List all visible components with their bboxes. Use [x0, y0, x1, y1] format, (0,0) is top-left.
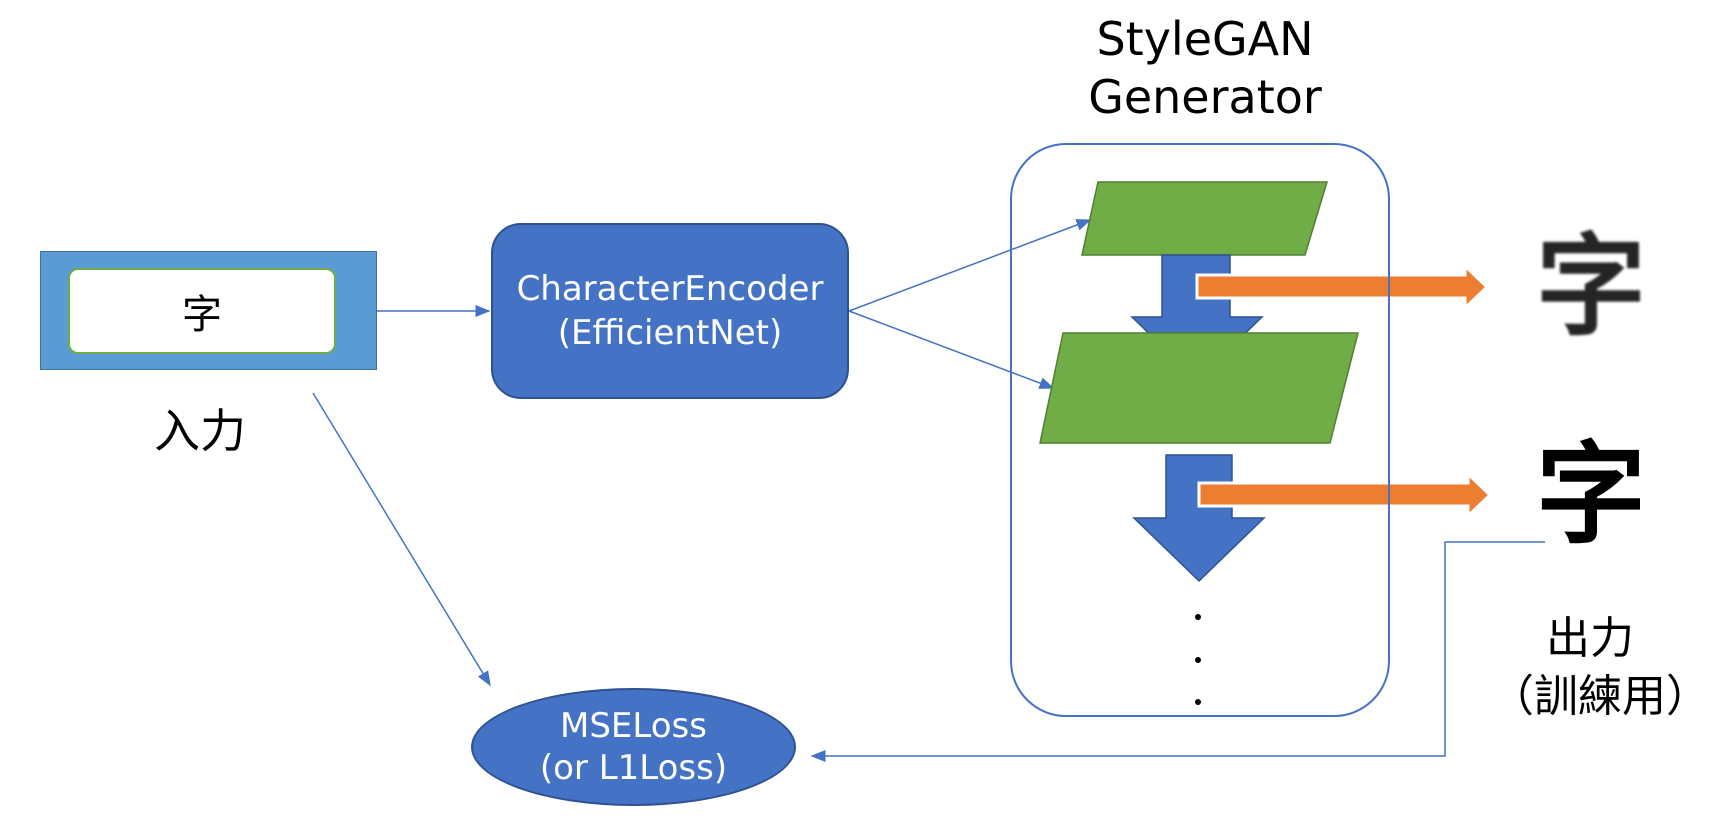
generator-title-line2: Generator: [1088, 70, 1322, 124]
encoder-backbone: (EfficientNet): [557, 313, 783, 353]
output-label: 出力 （訓練用）: [1490, 610, 1710, 726]
input-char: 字: [68, 268, 336, 354]
arrow-encoder-to-layer2: [848, 310, 1055, 389]
ellipsis-dot-2: [1195, 657, 1201, 663]
orange-arrow-2: [1197, 470, 1493, 520]
generator-title-line1: StyleGAN: [1096, 12, 1314, 66]
encoder-name: CharacterEncoder: [516, 269, 824, 309]
ellipsis-dot-3: [1195, 699, 1201, 705]
input-label: 入力: [154, 404, 246, 458]
output-label-line2: （訓練用）: [1490, 671, 1710, 722]
arrow-output-to-loss: [810, 541, 1545, 762]
generator-layer-2: [1039, 332, 1359, 444]
loss-name: MSELoss: [560, 706, 707, 746]
output-char-high-res: 字: [1536, 431, 1646, 559]
loss-alternative: (or L1Loss): [539, 748, 728, 788]
generator-title: StyleGAN Generator: [1070, 10, 1340, 126]
loss-node: MSELoss (or L1Loss): [471, 688, 796, 806]
arrow-input-to-loss: [312, 392, 491, 687]
generator-container: [1010, 143, 1390, 717]
character-encoder-box: CharacterEncoder (EfficientNet): [491, 223, 849, 399]
orange-arrow-1: [1195, 262, 1490, 312]
output-char-low-res: 字: [1536, 223, 1646, 351]
ellipsis-dot-1: [1195, 614, 1201, 620]
arrow-encoder-to-layer1: [848, 219, 1092, 312]
generator-layer-1: [1081, 181, 1329, 256]
output-label-line1: 出力: [1546, 613, 1634, 664]
